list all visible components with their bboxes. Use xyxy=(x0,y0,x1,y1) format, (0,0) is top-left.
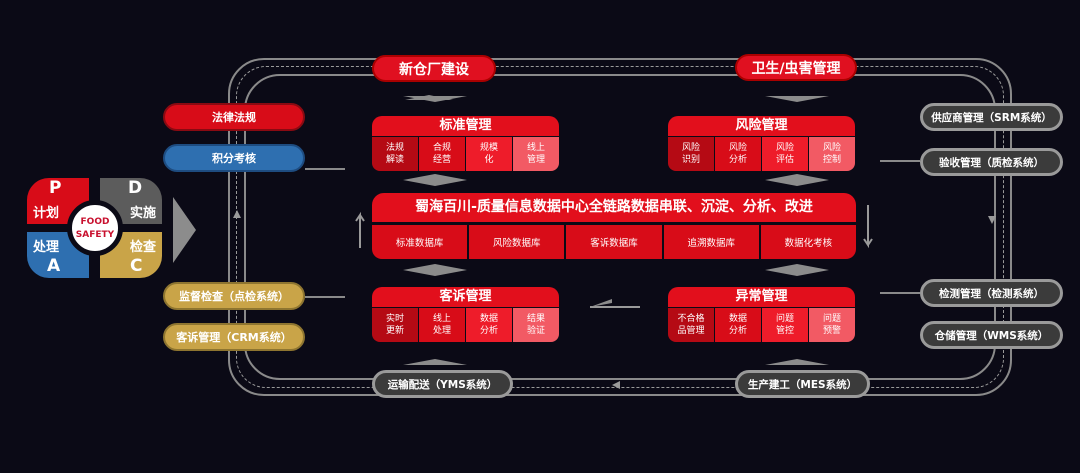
acceptance-qc-pill[interactable]: 验收管理（质检系统） xyxy=(920,148,1063,176)
module-cell: 风险 控制 xyxy=(809,137,855,171)
database-cell: 标准数据库 xyxy=(372,225,468,259)
left-arrow-line xyxy=(590,306,640,308)
down-arrow-icon xyxy=(863,205,873,249)
inner-track xyxy=(244,74,996,380)
production-mes-pill[interactable]: 生产建工（MES系统） xyxy=(735,370,870,398)
module-cell: 规模 化 xyxy=(466,137,512,171)
check-letter: C xyxy=(130,256,143,276)
database-cell: 数据化考核 xyxy=(760,225,857,259)
anomaly-management-module[interactable]: 异常管理 不合格 品管理 数据 分析 问题 管控 问题 预警 xyxy=(668,287,855,342)
chevron-icon xyxy=(403,359,467,365)
left-arrow-icon xyxy=(590,299,612,307)
transport-yms-pill[interactable]: 运输配送（YMS系统） xyxy=(372,370,513,398)
play-arrow-icon xyxy=(173,197,196,263)
food-safety-badge: FOOD SAFETY xyxy=(67,200,123,256)
pdca-check: 检查 C xyxy=(100,232,162,278)
chevron-icon xyxy=(403,264,467,276)
outer-track xyxy=(228,58,1012,396)
module-cell: 风险 识别 xyxy=(668,137,714,171)
module-cell: 问题 预警 xyxy=(809,308,855,342)
module-cell: 结果 验证 xyxy=(513,308,559,342)
complaint-crm-pill[interactable]: 客诉管理（CRM系统） xyxy=(163,323,305,351)
supervision-inspection-pill[interactable]: 监督检查（点检系统） xyxy=(163,282,305,310)
do-label: 实施 xyxy=(130,206,157,221)
new-warehouse-pill[interactable]: 新仓厂建设 xyxy=(372,55,496,82)
track-arrow-icon xyxy=(612,381,620,389)
module-cell: 风险 评估 xyxy=(762,137,808,171)
chevron-icon xyxy=(403,174,467,186)
risk-management-module[interactable]: 风险管理 风险 识别 风险 分析 风险 评估 风险 控制 xyxy=(668,116,855,171)
database-cell: 风险数据库 xyxy=(469,225,565,259)
act-letter: A xyxy=(47,256,61,276)
module-cell: 实时 更新 xyxy=(372,308,418,342)
module-cell: 问题 管控 xyxy=(762,308,808,342)
module-title: 风险管理 xyxy=(668,116,855,136)
laws-regulations-pill[interactable]: 法律法规 xyxy=(163,103,305,131)
chevron-icon xyxy=(765,359,829,365)
supplier-srm-pill[interactable]: 供应商管理（SRM系统） xyxy=(920,103,1063,131)
module-cell: 线上 处理 xyxy=(419,308,465,342)
chevron-icon xyxy=(403,96,467,102)
chevron-icon xyxy=(765,96,829,102)
connector-line xyxy=(305,168,345,170)
module-cell: 合规 经营 xyxy=(419,137,465,171)
up-arrow-icon xyxy=(355,211,365,248)
module-title: 异常管理 xyxy=(668,287,855,307)
chevron-icon xyxy=(765,264,829,276)
database-cell: 追溯数据库 xyxy=(663,225,759,259)
do-letter: D xyxy=(128,178,143,198)
module-title: 标准管理 xyxy=(372,116,559,136)
check-label: 检查 xyxy=(130,240,157,255)
module-cell: 线上 管理 xyxy=(513,137,559,171)
database-cell: 客诉数据库 xyxy=(566,225,662,259)
connector-line xyxy=(305,296,345,298)
chevron-icon xyxy=(765,174,829,186)
food-text: FOOD xyxy=(80,217,110,227)
connector-line xyxy=(880,160,920,162)
module-cell: 法规 解读 xyxy=(372,137,418,171)
standard-management-module[interactable]: 标准管理 法规 解读 合规 经营 规模 化 线上 管理 xyxy=(372,116,559,171)
testing-pill[interactable]: 检测管理（检测系统） xyxy=(920,279,1063,307)
module-cell: 不合格 品管理 xyxy=(668,308,714,342)
plan-letter: P xyxy=(49,178,62,198)
plan-label: 计划 xyxy=(33,206,60,221)
module-cell: 数据 分析 xyxy=(715,308,761,342)
act-label: 处理 xyxy=(33,240,60,255)
points-assessment-pill[interactable]: 积分考核 xyxy=(163,144,305,172)
complaint-management-module[interactable]: 客诉管理 实时 更新 线上 处理 数据 分析 结果 验证 xyxy=(372,287,559,342)
track-arrow-icon xyxy=(988,216,996,224)
track-arrow-icon xyxy=(233,210,241,218)
connector-line xyxy=(880,292,920,294)
module-cell: 风险 分析 xyxy=(715,137,761,171)
data-center-title: 蜀海百川-质量信息数据中心全链路数据串联、沉淀、分析、改进 xyxy=(372,193,856,222)
data-center-block[interactable]: 蜀海百川-质量信息数据中心全链路数据串联、沉淀、分析、改进 标准数据库 风险数据… xyxy=(372,193,857,259)
hygiene-pest-pill[interactable]: 卫生/虫害管理 xyxy=(735,54,857,81)
pdca-plan: P 计划 xyxy=(27,178,89,224)
module-title: 客诉管理 xyxy=(372,287,559,307)
pdca-cycle: P 计划 D 实施 处理 A 检查 C FOOD SAFETY xyxy=(27,178,163,278)
module-cell: 数据 分析 xyxy=(466,308,512,342)
safety-text: SAFETY xyxy=(75,230,115,240)
warehouse-wms-pill[interactable]: 仓储管理（WMS系统） xyxy=(920,321,1063,349)
